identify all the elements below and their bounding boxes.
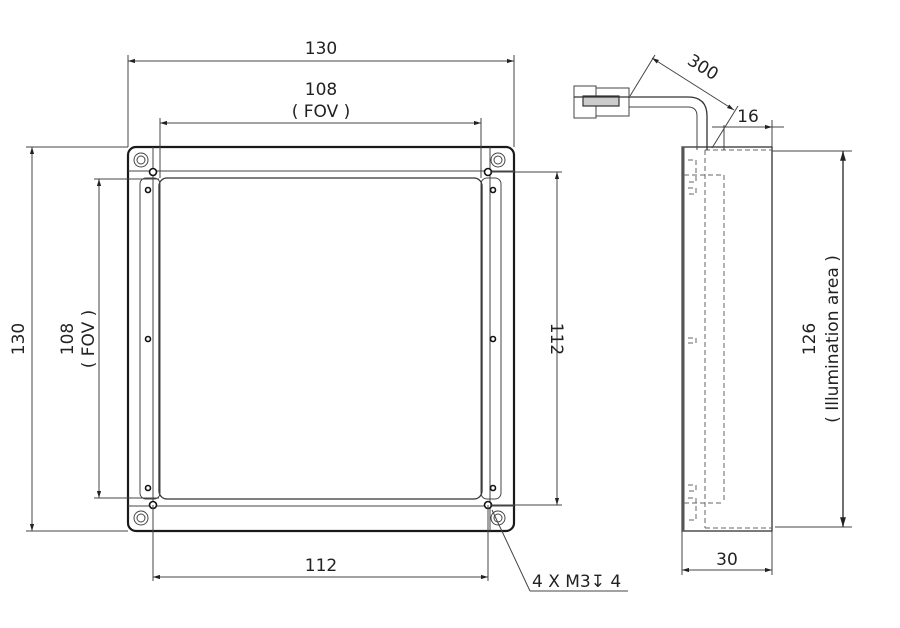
dim-width-overall: 130 [305, 39, 337, 59]
mounting-hole-bl [133, 510, 149, 526]
dim-illumination-label: ( Illumination area ) [823, 255, 843, 423]
m3-hole [148, 167, 158, 177]
side-view: 300 16 126 ( Illumination area ) 30 [573, 51, 852, 575]
dim-illumination-height: 126 [800, 323, 820, 355]
mounting-hole-tr [490, 152, 506, 168]
dim-fov-width-label: ( FOV ) [292, 102, 351, 122]
dim-fov-width: 108 [305, 80, 337, 100]
hole-callout: 4 X M3↧ 4 [532, 572, 621, 592]
cable [629, 96, 708, 150]
dim-hole-spacing-vertical: 112 [546, 323, 566, 355]
connector [573, 85, 630, 119]
mounting-hole-tl [133, 152, 149, 168]
dim-depth: 30 [716, 550, 738, 570]
dim-fov-height: 108 [58, 323, 78, 355]
dim-hole-spacing-horizontal: 112 [305, 556, 337, 576]
fov-window [158, 177, 483, 500]
dim-height-overall: 130 [9, 323, 29, 355]
front-view: 130 108 ( FOV ) 130 108 ( FOV ) 112 112 … [9, 39, 628, 592]
dim-fov-height-label: ( FOV ) [79, 310, 99, 369]
dim-cable-offset: 16 [737, 107, 759, 127]
outer-plate-outline [126, 145, 516, 533]
dim-cable-length: 300 [684, 51, 722, 85]
